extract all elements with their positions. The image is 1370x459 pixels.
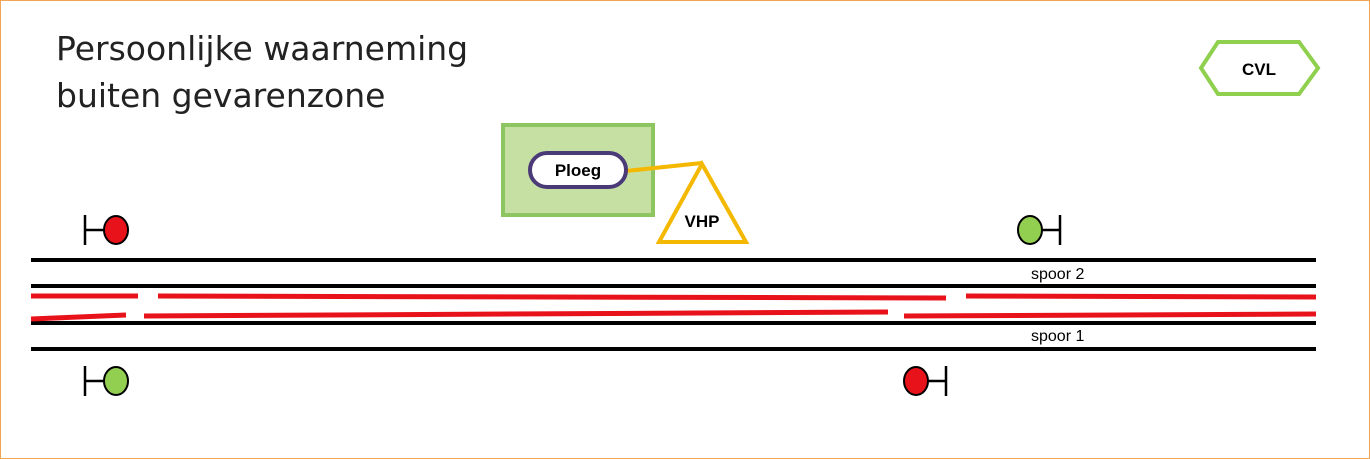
signal-bottom-left <box>83 366 129 396</box>
work-zone: Ploeg <box>501 123 703 217</box>
lookout-label: VHP <box>685 212 720 231</box>
signal-light-green <box>103 366 129 396</box>
cvl-badge-shape <box>1198 40 1321 96</box>
danger-zone-lines <box>30 293 1317 322</box>
track-label-spoor-1: spoor 1 <box>1031 328 1084 345</box>
signal-light-red <box>103 215 129 245</box>
signal-bottom-right <box>903 366 948 396</box>
signal-top-left <box>83 215 129 245</box>
cvl-badge-label: CVL <box>1242 60 1276 79</box>
cvl-badge: CVL <box>1198 40 1321 96</box>
crew-lookout-connector <box>625 161 703 173</box>
signal-light-red <box>903 366 929 396</box>
crew-ploeg-label: Ploeg <box>555 161 601 180</box>
danger-line <box>30 312 127 322</box>
danger-line <box>965 293 1317 300</box>
signal-light-green <box>1017 215 1043 245</box>
lookout-vhp: VHP <box>655 159 750 244</box>
title-line-1: Persoonlijke waarneming <box>56 29 469 68</box>
diagram-title: Persoonlijke waarneming buiten gevarenzo… <box>56 25 468 119</box>
crew-ploeg <box>528 151 628 189</box>
danger-line <box>903 311 1317 319</box>
rails <box>31 258 1316 351</box>
track-label-spoor-2: spoor 2 <box>1031 266 1084 283</box>
signal-top-right <box>1017 215 1062 245</box>
danger-line <box>143 309 889 319</box>
title-line-2: buiten gevarenzone <box>56 76 386 115</box>
danger-line <box>157 293 947 301</box>
lookout-triangle <box>655 159 750 244</box>
